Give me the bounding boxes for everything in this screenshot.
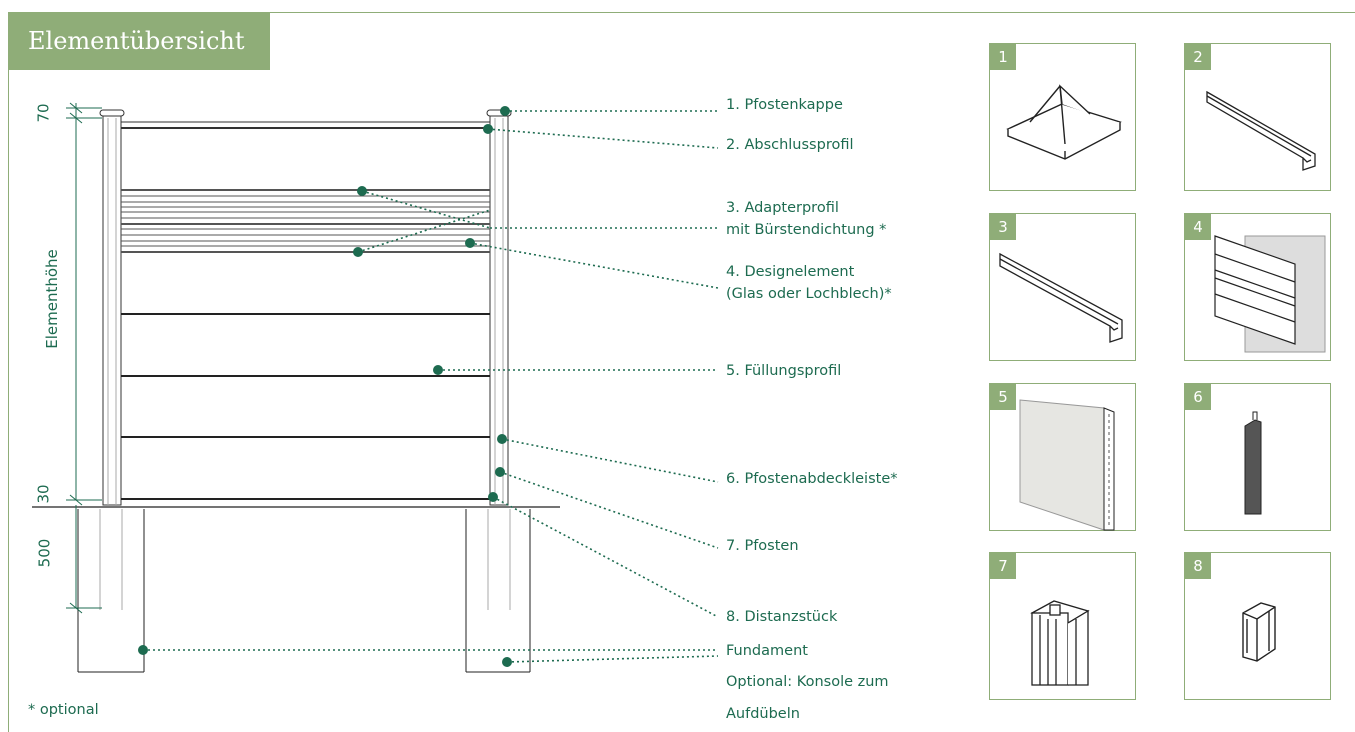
design-element-icon (1214, 235, 1326, 353)
thumb-1: 1 (989, 43, 1136, 191)
foundation-right (465, 509, 531, 673)
thumb-2-number: 2 (1185, 44, 1211, 70)
header-rule (270, 12, 1355, 13)
adapter-profile-icon (999, 252, 1123, 343)
filling-profiles (121, 313, 490, 500)
dim-top-label: 70 (34, 103, 53, 123)
callout-console: Optional: Konsole zum (726, 674, 889, 690)
top-profile (121, 121, 490, 129)
callout-8: 8. Distanzstück (726, 609, 838, 625)
thumb-4-number: 4 (1185, 214, 1211, 240)
thumb-6-number: 6 (1185, 384, 1211, 410)
foundation-left (77, 509, 145, 673)
thumb-1-number: 1 (990, 44, 1016, 70)
post-cap-icon (1006, 84, 1122, 160)
page-title: Elementübersicht (8, 12, 270, 70)
thumb-7-number: 7 (990, 553, 1016, 579)
dim-foundation-label: 500 (35, 538, 54, 568)
dimension-lines (66, 102, 102, 614)
leader-lines (143, 110, 719, 663)
left-rule (8, 70, 9, 732)
thumb-3-number: 3 (990, 214, 1016, 240)
callout-3-line2: mit Bürstendichtung * (726, 222, 887, 238)
callout-2: 2. Abschlussprofil (726, 137, 854, 153)
adapter-profile (121, 189, 490, 253)
thumb-5: 5 (989, 383, 1136, 531)
thumb-2: 2 (1184, 43, 1331, 191)
post-left (99, 109, 125, 506)
dim-bottom-label: 30 (34, 484, 53, 504)
callout-foundation: Fundament (726, 643, 808, 659)
end-profile-icon (1206, 90, 1316, 171)
post-right (486, 109, 512, 506)
callout-1: 1. Pfostenkappe (726, 97, 843, 113)
footnote: * optional (28, 702, 99, 718)
callout-dots (138, 106, 512, 667)
filling-profile-icon (1019, 399, 1115, 531)
post-cover-strip-icon (1244, 411, 1262, 515)
thumb-5-number: 5 (990, 384, 1016, 410)
callout-4-line2: (Glas oder Lochblech)* (726, 286, 892, 302)
callout-7: 7. Pfosten (726, 538, 799, 554)
callout-3: 3. Adapterprofil (726, 200, 839, 216)
callout-5: 5. Füllungsprofil (726, 363, 842, 379)
thumb-8: 8 (1184, 552, 1331, 700)
spacer-icon (1242, 602, 1276, 662)
thumb-6: 6 (1184, 383, 1331, 531)
dim-height-label: Elementhöhe (42, 249, 61, 349)
thumb-3: 3 (989, 213, 1136, 361)
thumb-7: 7 (989, 552, 1136, 700)
callout-4: 4. Designelement (726, 264, 855, 280)
thumb-8-number: 8 (1185, 553, 1211, 579)
post-profile-icon (1030, 600, 1090, 686)
callout-6: 6. Pfostenabdeckleiste* (726, 471, 898, 487)
callout-console-line2: Aufdübeln (726, 706, 800, 722)
thumb-4: 4 (1184, 213, 1331, 361)
